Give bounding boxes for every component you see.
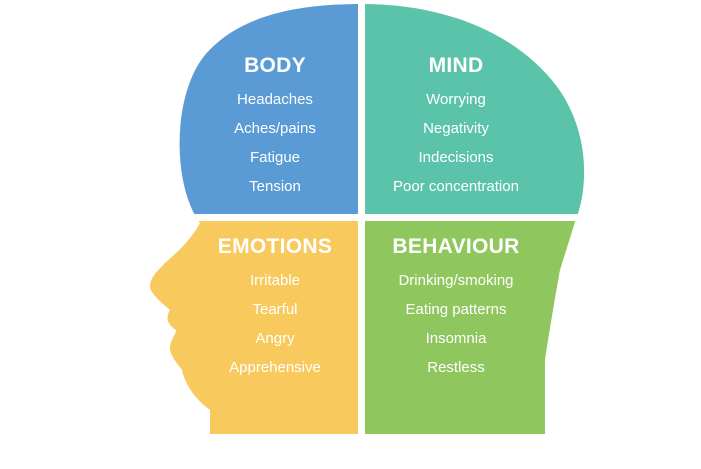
mind-section: MIND Worrying Negativity Indecisions Poo… [368, 54, 544, 201]
emotions-symptom-list: Irritable Tearful Angry Apprehensive [200, 266, 350, 382]
mind-symptom: Worrying [426, 91, 486, 108]
vertical-divider [358, 4, 365, 434]
emotions-section: EMOTIONS Irritable Tearful Angry Apprehe… [200, 235, 350, 382]
behaviour-title: BEHAVIOUR [392, 235, 520, 258]
behaviour-symptom: Restless [427, 359, 485, 376]
body-symptom: Headaches [237, 91, 313, 108]
emotions-symptom: Tearful [252, 301, 298, 318]
body-symptom: Aches/pains [234, 120, 316, 137]
mind-symptom: Poor concentration [393, 178, 519, 195]
mind-symptom: Negativity [423, 120, 489, 137]
behaviour-symptom: Eating patterns [405, 301, 507, 318]
body-symptom-list: Headaches Aches/pains Fatigue Tension [200, 85, 350, 201]
body-title: BODY [244, 54, 306, 77]
emotions-symptom: Irritable [249, 272, 301, 289]
emotions-title: EMOTIONS [217, 235, 333, 258]
behaviour-symptom: Insomnia [425, 330, 487, 347]
mind-title: MIND [428, 54, 484, 77]
body-symptom: Fatigue [249, 149, 301, 166]
behaviour-symptom: Drinking/smoking [398, 272, 514, 289]
mind-symptom: Indecisions [418, 149, 494, 166]
body-section: BODY Headaches Aches/pains Fatigue Tensi… [200, 54, 350, 201]
mind-symptom-list: Worrying Negativity Indecisions Poor con… [368, 85, 544, 201]
horizontal-divider [150, 214, 585, 221]
behaviour-symptom-list: Drinking/smoking Eating patterns Insomni… [368, 266, 544, 382]
body-symptom: Tension [249, 178, 301, 195]
emotions-symptom: Angry [255, 330, 295, 347]
behaviour-section: BEHAVIOUR Drinking/smoking Eating patter… [368, 235, 544, 382]
emotions-symptom: Apprehensive [229, 359, 321, 376]
